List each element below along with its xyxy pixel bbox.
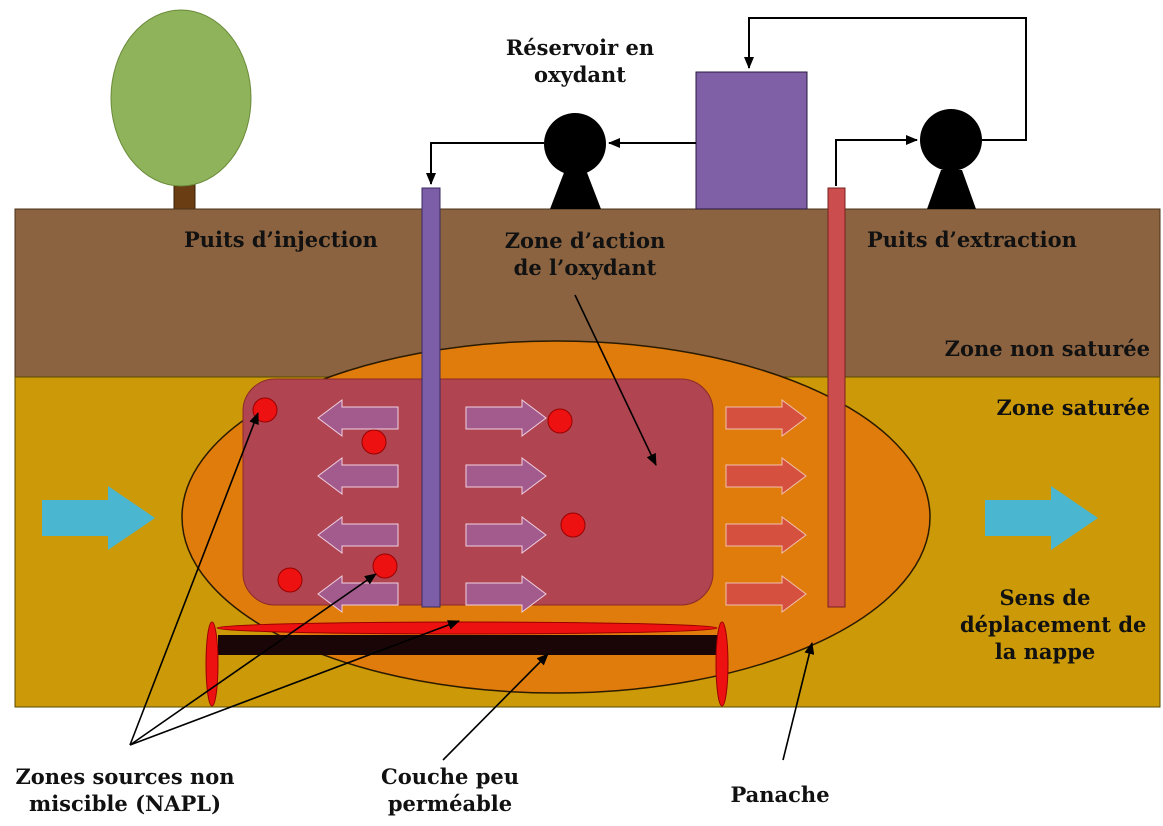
napl-pool-left — [205, 621, 219, 707]
low-permeability-layer — [205, 621, 729, 707]
extraction-well — [827, 187, 846, 608]
injection-well — [421, 187, 441, 608]
napl-pool-top — [216, 621, 718, 635]
oxidant-zone-label-line-2: de l’oxydant — [513, 255, 657, 280]
flow-arrow-right — [725, 575, 807, 613]
plume-label: Panache — [730, 782, 830, 807]
napl-pool-right — [715, 621, 729, 707]
napl-label: Zones sources non miscible (NAPL) — [0, 763, 250, 817]
tree-crown — [110, 9, 252, 187]
piping — [426, 17, 1027, 186]
flow-direction-label-line-2: déplacement de — [960, 612, 1147, 637]
pump-left — [544, 113, 606, 209]
reservoir-label-line-2: oxydant — [534, 62, 626, 87]
injection-well-label: Puits d’injection — [184, 227, 378, 252]
flow-arrow-right — [725, 457, 807, 495]
oxidant-zone-label: Zone d’action de l’oxydant — [485, 227, 685, 281]
low-perm-layer-label: Couche peu perméable — [365, 763, 535, 817]
napl-blob — [560, 512, 586, 538]
flow-arrow-right — [465, 516, 547, 554]
oxidant-zone-label-line-1: Zone d’action — [504, 228, 666, 253]
flow-direction-label: Sens de déplacement de la nappe — [960, 584, 1147, 665]
napl-blob — [277, 567, 303, 593]
oxidant-reservoir — [695, 71, 808, 210]
groundwater-arrow-in — [42, 486, 155, 550]
annotation-arrows — [129, 294, 815, 761]
reservoir-label: Réservoir en oxydant — [480, 34, 680, 88]
reservoir-label-line-1: Réservoir en — [505, 35, 655, 60]
flow-arrow-left — [317, 457, 399, 495]
napl-blob — [547, 408, 573, 434]
flow-arrow-right — [465, 575, 547, 613]
flow-direction-label-line-3: la nappe — [994, 639, 1096, 664]
napl-blob — [372, 553, 398, 579]
napl-label-line-1: Zones sources non — [15, 764, 235, 789]
pump-right — [920, 109, 982, 209]
flow-direction-label-line-1: Sens de — [999, 585, 1091, 610]
oxidant-flow-arrows — [317, 399, 807, 613]
low-perm-layer-label-line-1: Couche peu — [380, 764, 520, 789]
low-perm-layer-label-line-2: perméable — [387, 791, 513, 816]
low-perm-bar — [218, 635, 720, 655]
flow-arrow-left — [317, 575, 399, 613]
flow-arrow-left — [317, 399, 399, 437]
flow-arrow-right — [725, 399, 807, 437]
saturated-zone-label: Zone saturée — [996, 395, 1150, 420]
tree — [110, 9, 252, 211]
napl-blob — [252, 397, 278, 423]
extraction-well-label: Puits d’extraction — [867, 227, 1077, 252]
napl-label-line-2: miscible (NAPL) — [28, 791, 222, 816]
groundwater-arrow-out — [985, 486, 1098, 550]
napl-blob — [361, 429, 387, 455]
flow-arrow-right — [465, 399, 547, 437]
unsaturated-zone-label: Zone non saturée — [944, 336, 1150, 361]
flow-arrow-left — [317, 516, 399, 554]
napl-blobs — [252, 397, 586, 593]
flow-arrow-right — [465, 457, 547, 495]
flow-arrow-right — [725, 516, 807, 554]
